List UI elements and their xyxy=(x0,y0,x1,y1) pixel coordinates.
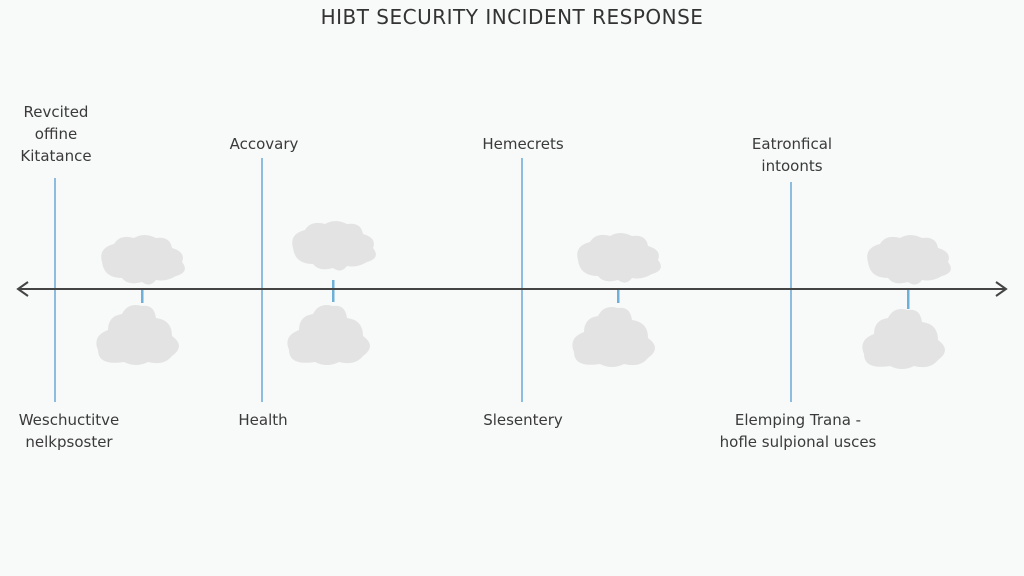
cloud-icon xyxy=(292,221,376,271)
label-line: Eatronfical xyxy=(751,135,833,153)
tick-marker xyxy=(617,289,620,303)
timeline-axis xyxy=(16,281,1008,297)
cloud-group-2 xyxy=(287,221,376,365)
label-line: Slesentery xyxy=(483,411,563,429)
label-line: nelkpsoster xyxy=(25,433,113,451)
top-label-3: Hemecrets xyxy=(482,133,563,155)
bottom-label-4: Elemping Trana - hofle sulpional usces xyxy=(720,409,877,453)
cloud-icon xyxy=(577,233,661,283)
cloud-group-1 xyxy=(96,235,185,365)
top-label-2: Accovary xyxy=(230,133,299,155)
label-line: intoonts xyxy=(761,157,823,175)
label-line: offine xyxy=(34,125,78,143)
label-line: Accovary xyxy=(229,135,299,153)
tick-marker xyxy=(907,289,910,309)
label-line: Hemecrets xyxy=(482,135,564,153)
cloud-icon xyxy=(287,305,370,365)
cloud-icon xyxy=(96,305,180,365)
label-line: Kitatance xyxy=(20,147,92,165)
clouds xyxy=(96,221,951,369)
milestone-lines xyxy=(54,158,792,402)
cloud-group-3 xyxy=(572,233,661,367)
label-line: hofle sulpional usces xyxy=(719,433,877,451)
label-line: Weschuctitve xyxy=(18,411,120,429)
arrow-left-icon xyxy=(16,281,29,297)
bottom-label-2: Health xyxy=(238,409,287,431)
top-label-4: Eatronfical intoonts xyxy=(752,133,832,177)
arrow-right-icon xyxy=(995,281,1008,297)
bottom-label-1: Weschuctitve nelkpsoster xyxy=(19,409,120,453)
top-label-1: Revcited offine Kitatance xyxy=(20,101,91,167)
cloud-icon xyxy=(101,235,185,285)
cloud-icon xyxy=(572,307,655,367)
label-line: Health xyxy=(238,411,288,429)
cloud-group-4 xyxy=(862,235,951,369)
label-line: Revcited xyxy=(23,103,89,121)
tick-marker xyxy=(332,280,335,302)
cloud-icon xyxy=(867,235,951,285)
bottom-label-3: Slesentery xyxy=(483,409,563,431)
label-line: Elemping Trana - xyxy=(734,411,862,429)
tick-marker xyxy=(141,289,144,303)
cloud-icon xyxy=(862,309,945,369)
diagram-title: HIBT SECURITY INCIDENT RESPONSE xyxy=(320,5,704,29)
